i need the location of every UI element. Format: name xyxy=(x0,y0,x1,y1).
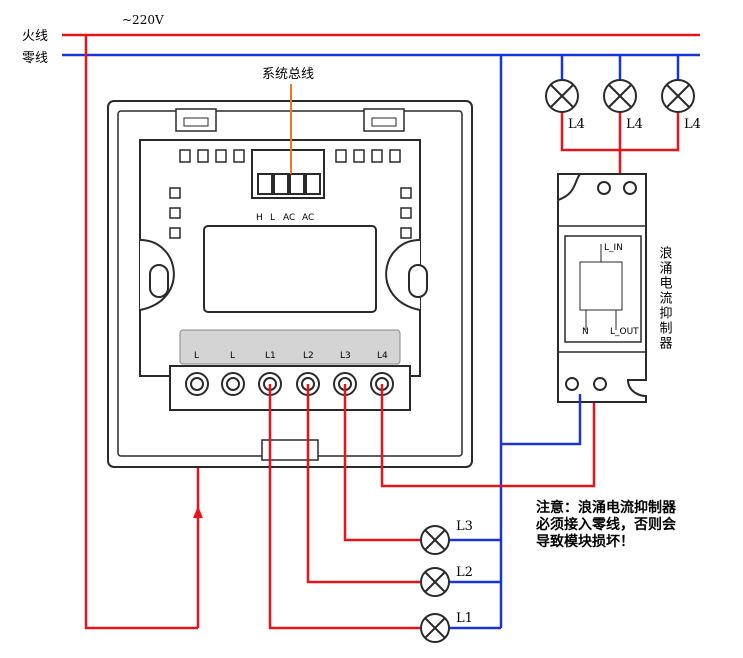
bus-terminal-label: AC xyxy=(283,213,295,223)
bus-terminal-label: H xyxy=(256,213,263,223)
mount-hole-left xyxy=(149,264,169,298)
output-terminal-label: L2 xyxy=(303,351,314,361)
screw-terminal xyxy=(597,181,611,195)
suppressor-neutral-wire xyxy=(501,394,582,446)
suppressor-n-label: N xyxy=(582,327,589,337)
lamp-label: L3 xyxy=(456,519,473,534)
output-terminal-label: L xyxy=(230,351,235,361)
lamp-label: L2 xyxy=(456,565,473,580)
lamp-label: L4 xyxy=(684,117,701,132)
surge-suppressor xyxy=(557,173,647,403)
wire-L2 xyxy=(306,384,420,584)
note-line: 导致模块损坏！ xyxy=(536,533,634,550)
live-feed-wire xyxy=(84,35,198,630)
switch-panel: H L AC AC L L L1 L2 L3 L4 xyxy=(107,100,473,468)
live-label: 火线 xyxy=(22,29,48,44)
screw-terminal xyxy=(623,181,637,195)
lamp-label: L1 xyxy=(456,611,473,626)
bus-terminal-label: AC xyxy=(302,213,314,223)
lamp-label: L4 xyxy=(568,117,585,132)
screw-terminal xyxy=(593,377,607,391)
lamp-icon xyxy=(661,79,695,113)
display-window xyxy=(203,225,377,313)
wire-L4 xyxy=(380,384,596,488)
bus-connector xyxy=(251,149,325,199)
output-terminal-label: L4 xyxy=(377,351,388,361)
lamp-label: L4 xyxy=(626,117,643,132)
suppressor-in-label: L_IN xyxy=(604,243,623,253)
terminal-label-strip xyxy=(179,329,401,365)
screw-terminal-block xyxy=(169,365,411,411)
screw-terminal xyxy=(565,377,579,391)
wire-L1 xyxy=(268,384,420,630)
neutral-label: 零线 xyxy=(22,51,48,66)
voltage-label: ~220V xyxy=(122,13,164,27)
lamp-icon xyxy=(420,567,450,597)
note-line: 注意：浪涌电流抑制器 xyxy=(536,499,677,516)
note-line: 必须接入零线，否则会 xyxy=(535,516,677,533)
output-terminal-label: L xyxy=(194,351,199,361)
suppressor-label: 浪涌电流抑制器 xyxy=(657,246,673,351)
lamp-icon xyxy=(603,79,637,113)
mount-hole-right xyxy=(408,264,428,298)
output-terminal-label: L1 xyxy=(265,351,276,361)
flow-arrow-icon xyxy=(193,506,203,518)
bus-label: 系统总线 xyxy=(262,67,314,82)
output-terminal-label: L3 xyxy=(340,351,351,361)
bus-terminal-label: L xyxy=(270,213,275,223)
lamp-icon xyxy=(420,525,450,555)
lamp-icon xyxy=(420,613,450,643)
suppressor-out-label: L_OUT xyxy=(610,327,639,337)
wire-L3 xyxy=(343,384,420,542)
lamp-icon xyxy=(545,79,579,113)
